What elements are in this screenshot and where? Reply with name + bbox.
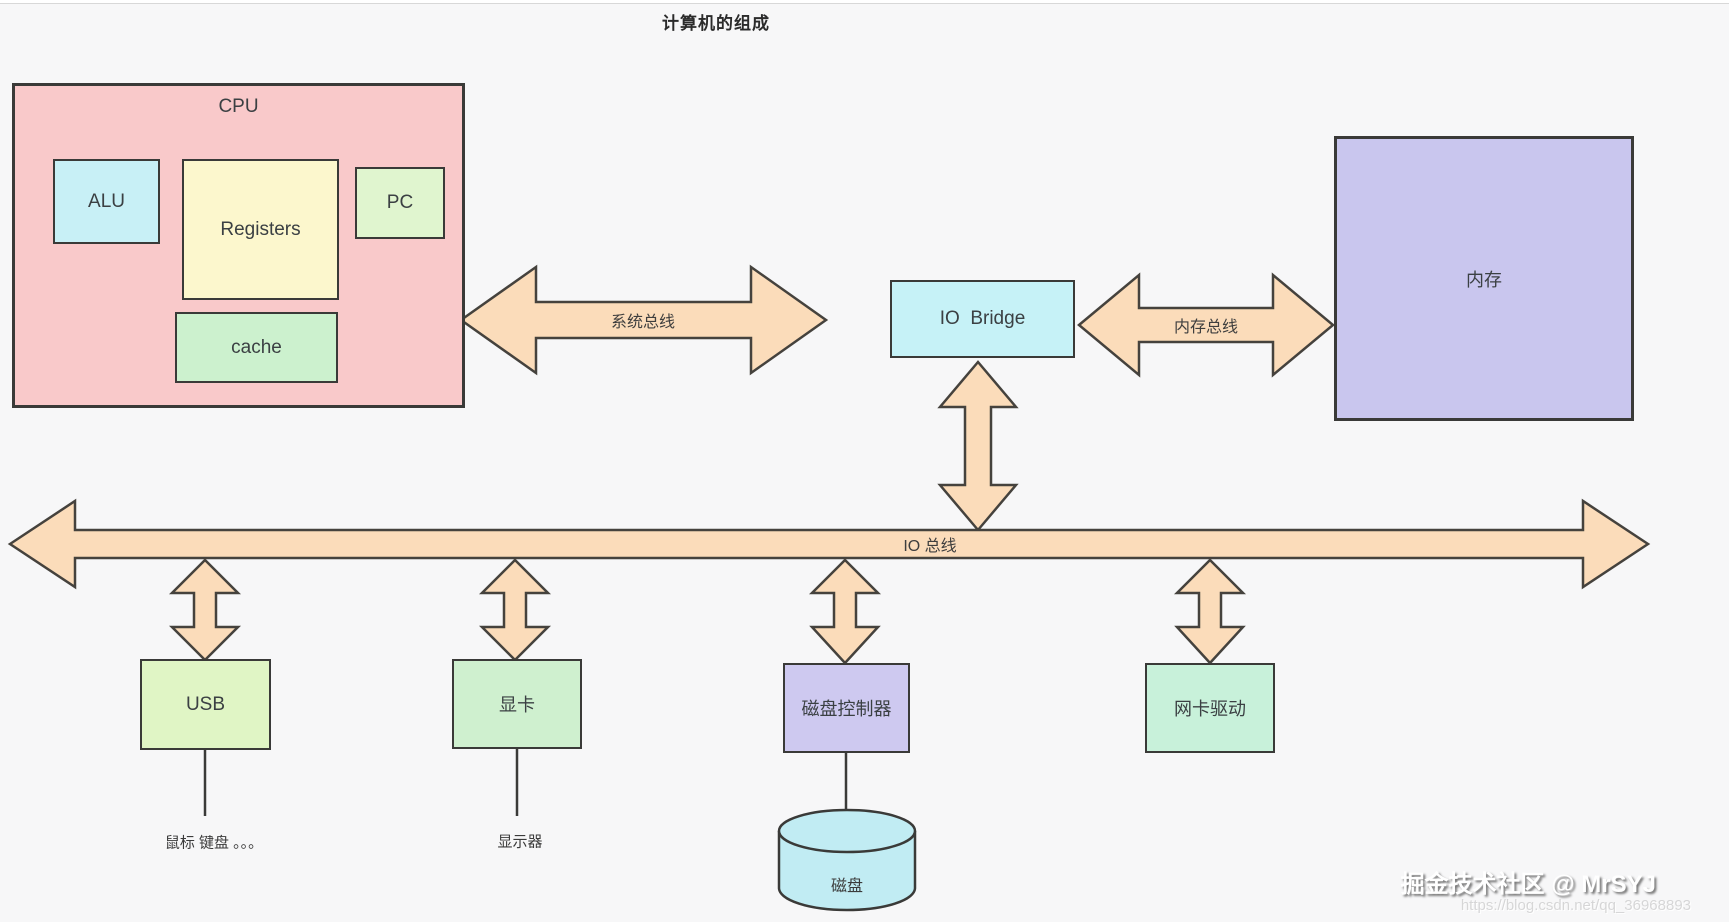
disk-cylinder-top xyxy=(777,808,917,854)
diagram-title: 计算机的组成 xyxy=(662,14,770,33)
mouse-keyboard-label: 鼠标 键盘 。。。 xyxy=(164,834,264,852)
gpu-box: 显卡 xyxy=(452,659,582,749)
io-bus-arrow xyxy=(7,498,1651,590)
io-bridge-box: IO Bridge xyxy=(890,280,1075,358)
nic-box: 网卡驱动 xyxy=(1145,663,1275,753)
memory-bus-label: 内存总线 xyxy=(1173,319,1239,336)
disk-label: 磁盘 xyxy=(830,878,864,895)
alu-box: ALU xyxy=(53,159,160,244)
system-bus-arrow xyxy=(458,264,829,376)
disk-controller-box: 磁盘控制器 xyxy=(783,663,910,753)
memory-box: 内存 xyxy=(1334,136,1634,421)
watermark-text: 掘金技术社区 @ MrSYJ xyxy=(1400,871,1656,898)
gpu-bus-arrow xyxy=(478,558,552,662)
usb-bus-arrow xyxy=(168,558,242,662)
disk-controller-bus-arrow xyxy=(808,558,882,665)
top-divider xyxy=(0,0,1729,4)
nic-bus-arrow xyxy=(1173,558,1247,665)
bridge-to-iobus-arrow xyxy=(937,360,1019,532)
cpu-label: CPU xyxy=(218,96,259,117)
registers-box: Registers xyxy=(182,159,339,300)
disk-cylinder-body xyxy=(777,831,917,912)
io-bus-label: IO 总线 xyxy=(903,538,957,555)
pc-box: PC xyxy=(355,167,445,239)
usb-box: USB xyxy=(140,659,271,750)
monitor-label: 显示器 xyxy=(497,833,543,851)
cache-box: cache xyxy=(175,312,338,383)
watermark-url: https://blog.csdn.net/qq_36968893 xyxy=(1460,897,1691,914)
memory-bus-arrow xyxy=(1077,272,1335,378)
system-bus-label: 系统总线 xyxy=(610,314,676,331)
